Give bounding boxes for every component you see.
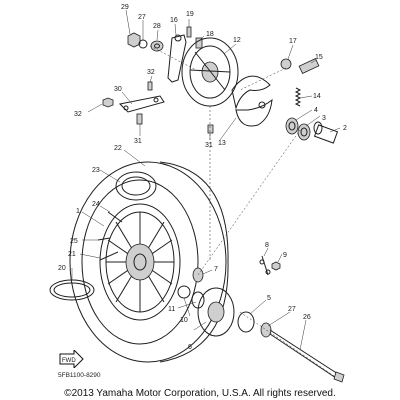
torque-arm-30 xyxy=(118,95,165,113)
callout-26: 26 xyxy=(303,314,311,321)
nut-29 xyxy=(127,32,141,48)
callout-2: 2 xyxy=(343,125,347,132)
collar-2 xyxy=(313,121,339,144)
callout-11: 11 xyxy=(168,306,175,313)
callout-27-top: 27 xyxy=(138,14,146,21)
callout-1: 1 xyxy=(76,208,80,215)
nut-9 xyxy=(271,261,281,271)
spoke-nipple-25 xyxy=(97,237,111,241)
callout-28: 28 xyxy=(153,23,161,30)
callout-20: 20 xyxy=(58,265,66,272)
forward-arrow-icon: FWD xyxy=(59,350,84,368)
callout-14: 14 xyxy=(313,93,321,100)
callout-9: 9 xyxy=(283,252,287,259)
callout-6: 6 xyxy=(188,344,192,351)
callout-19: 19 xyxy=(186,11,194,18)
callout-21: 21 xyxy=(68,251,76,258)
collar-5 xyxy=(237,311,255,333)
callout-10: 10 xyxy=(180,317,188,324)
axle-26 xyxy=(269,329,345,383)
part-code: 5FB1100-8290 xyxy=(58,372,101,379)
brake-camshaft-lever-16 xyxy=(167,34,187,83)
bolt-15 xyxy=(298,58,320,74)
tire-22 xyxy=(69,161,229,363)
spoke-set-24 xyxy=(107,211,123,223)
damper-11 xyxy=(191,291,205,309)
washer-17 xyxy=(280,58,292,70)
callout-labels: 29 27 28 16 19 18 12 17 15 32 30 32 31 3… xyxy=(58,4,347,351)
bolt-19 xyxy=(186,19,192,38)
fwd-label: FWD xyxy=(62,358,76,364)
callout-12: 12 xyxy=(233,37,241,44)
spoke-set-21 xyxy=(99,251,119,261)
callout-25: 25 xyxy=(70,238,78,245)
callout-22: 22 xyxy=(114,145,122,152)
wheel-hub xyxy=(125,243,155,281)
adjuster-8 xyxy=(259,255,271,276)
callout-4: 4 xyxy=(314,107,318,114)
callout-24: 24 xyxy=(92,201,100,208)
callout-5: 5 xyxy=(267,295,271,302)
washer-27-bottom xyxy=(260,322,272,338)
nut-32-left xyxy=(102,97,114,108)
callout-13: 13 xyxy=(218,140,226,147)
clutch-hub-6 xyxy=(197,287,235,337)
callout-30: 30 xyxy=(114,86,122,93)
copyright-notice: ©2013 Yamaha Motor Corporation, U.S.A. A… xyxy=(64,388,336,399)
callout-8: 8 xyxy=(265,242,269,249)
callout-23: 23 xyxy=(92,167,100,174)
callout-3: 3 xyxy=(322,115,326,122)
brake-shoe-plate-12 xyxy=(181,37,239,107)
bolt-32-right xyxy=(147,81,153,91)
callout-27-bottom: 27 xyxy=(288,306,296,313)
callout-32-right: 32 xyxy=(147,69,155,76)
rim-band-20 xyxy=(49,279,95,301)
leader-lines xyxy=(71,9,341,351)
assembly-dashes xyxy=(149,45,335,377)
brake-shoe-kit-13 xyxy=(231,75,273,127)
callout-17: 17 xyxy=(289,38,297,45)
callout-7: 7 xyxy=(214,266,218,273)
spring-14 xyxy=(294,87,302,107)
bolt-31-left xyxy=(136,113,143,125)
callout-18: 18 xyxy=(206,31,214,38)
collar-28 xyxy=(150,40,164,52)
tube-23 xyxy=(115,171,157,201)
bearing-3 xyxy=(297,123,311,141)
oil-seal-4 xyxy=(285,117,299,135)
callout-16: 16 xyxy=(170,17,178,24)
rear-wheel-rim-1 xyxy=(99,203,181,321)
callout-32-left: 32 xyxy=(74,111,82,118)
bolt-31-right xyxy=(207,124,214,134)
callout-31-left: 31 xyxy=(134,138,142,145)
callout-29: 29 xyxy=(121,4,129,11)
callout-15: 15 xyxy=(315,54,323,61)
callout-31-right: 31 xyxy=(205,142,213,149)
oring-10 xyxy=(177,285,191,299)
